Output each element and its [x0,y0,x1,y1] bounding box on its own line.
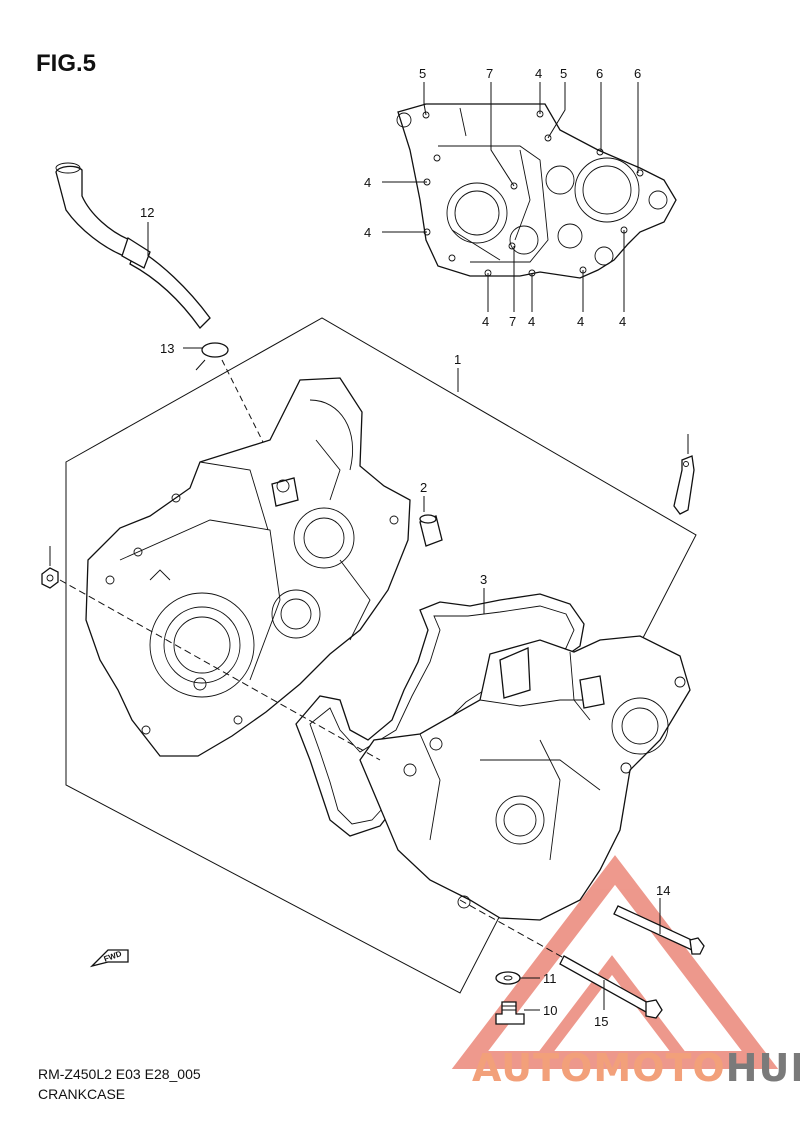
callout-4: 4 [619,314,626,329]
bolt-12 [613,898,705,955]
callout-4: 4 [528,314,535,329]
callout-13: 15 [594,1014,608,1029]
model-code: RM-Z450L2 E03 E28_005 [38,1066,201,1082]
clamp [673,434,695,515]
callout-4: 4 [535,66,542,81]
callout-2: 2 [420,480,427,495]
callout-4: 4 [364,175,371,190]
callout-10: 12 [140,205,154,220]
watermark-text: AUTOMOTOHUB [472,1046,800,1090]
callout-11: 13 [160,341,174,356]
washer [495,971,540,985]
callout-9: 11 [543,971,557,986]
breather-hose [55,162,285,485]
callout-5: 5 [560,66,567,81]
alignment-line-1 [59,579,381,761]
hose-clip [201,342,229,358]
nut [41,546,59,589]
callout-4: 4 [577,314,584,329]
callout-7: 7 [486,66,493,81]
left-crankcase-half [85,377,411,757]
callout-5: 5 [419,66,426,81]
callout-6: 6 [634,66,641,81]
right-crankcase-half [359,635,691,921]
watermark-text-part1: AUTOMOTO [472,1046,726,1090]
callout-6: 6 [596,66,603,81]
watermark-text-part2: HUB [725,1046,800,1090]
inset-crankcase-view [396,103,677,279]
callout-7: 7 [509,314,516,329]
figure-caption: CRANKCASE [38,1086,126,1102]
callout-3: 3 [480,572,487,587]
watermark-logo [451,855,779,1069]
callout-4: 4 [482,314,489,329]
inset-leader-lines [382,82,639,312]
figure-title: FIG.5 [36,50,97,77]
dowel-pin [419,496,443,547]
bolt-13 [559,955,663,1019]
fwd-arrow: FWD [89,949,129,968]
callout-12: 14 [656,883,670,898]
callout-8: 10 [543,1003,557,1018]
callout-labels: 5 7 4 5 6 6 4 4 4 7 4 4 4 12 13 1 2 3 14… [140,66,670,1029]
callout-1: 1 [454,352,461,367]
callout-4: 4 [364,225,371,240]
bolt-8 [495,1001,540,1025]
